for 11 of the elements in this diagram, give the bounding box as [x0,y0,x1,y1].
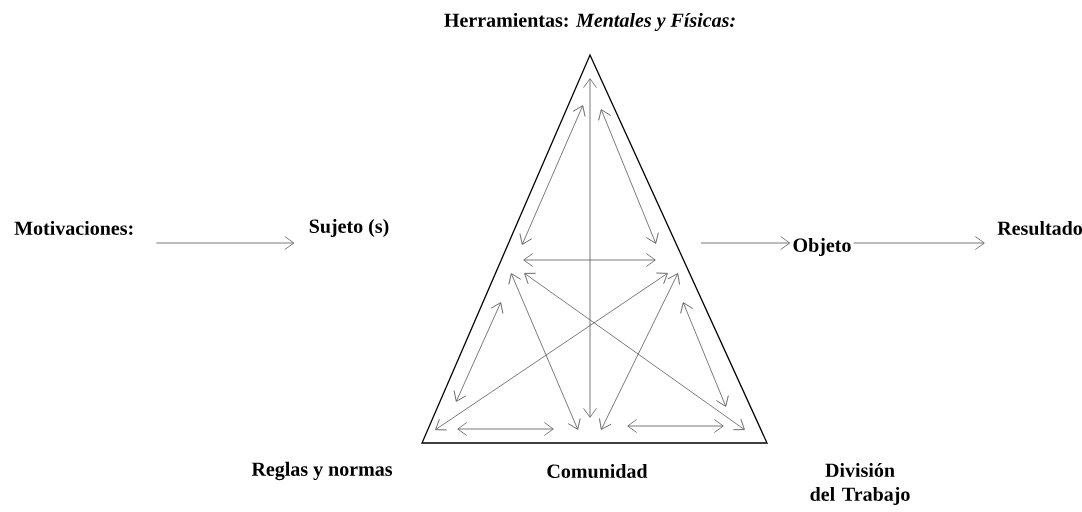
label: Resultado [997,220,1082,236]
label: Comunidad [547,463,648,479]
arrow [853,236,985,250]
label: Objeto [793,237,851,257]
arrow [700,236,791,250]
arrow [155,236,295,250]
label: Reglas y normas [251,461,393,481]
label: División del Trabajo [810,462,910,506]
label: Herramientas: Mentales y Físicas: [444,12,735,32]
label: Sujeto (s) [309,218,389,238]
label: Motivaciones: [14,220,133,236]
